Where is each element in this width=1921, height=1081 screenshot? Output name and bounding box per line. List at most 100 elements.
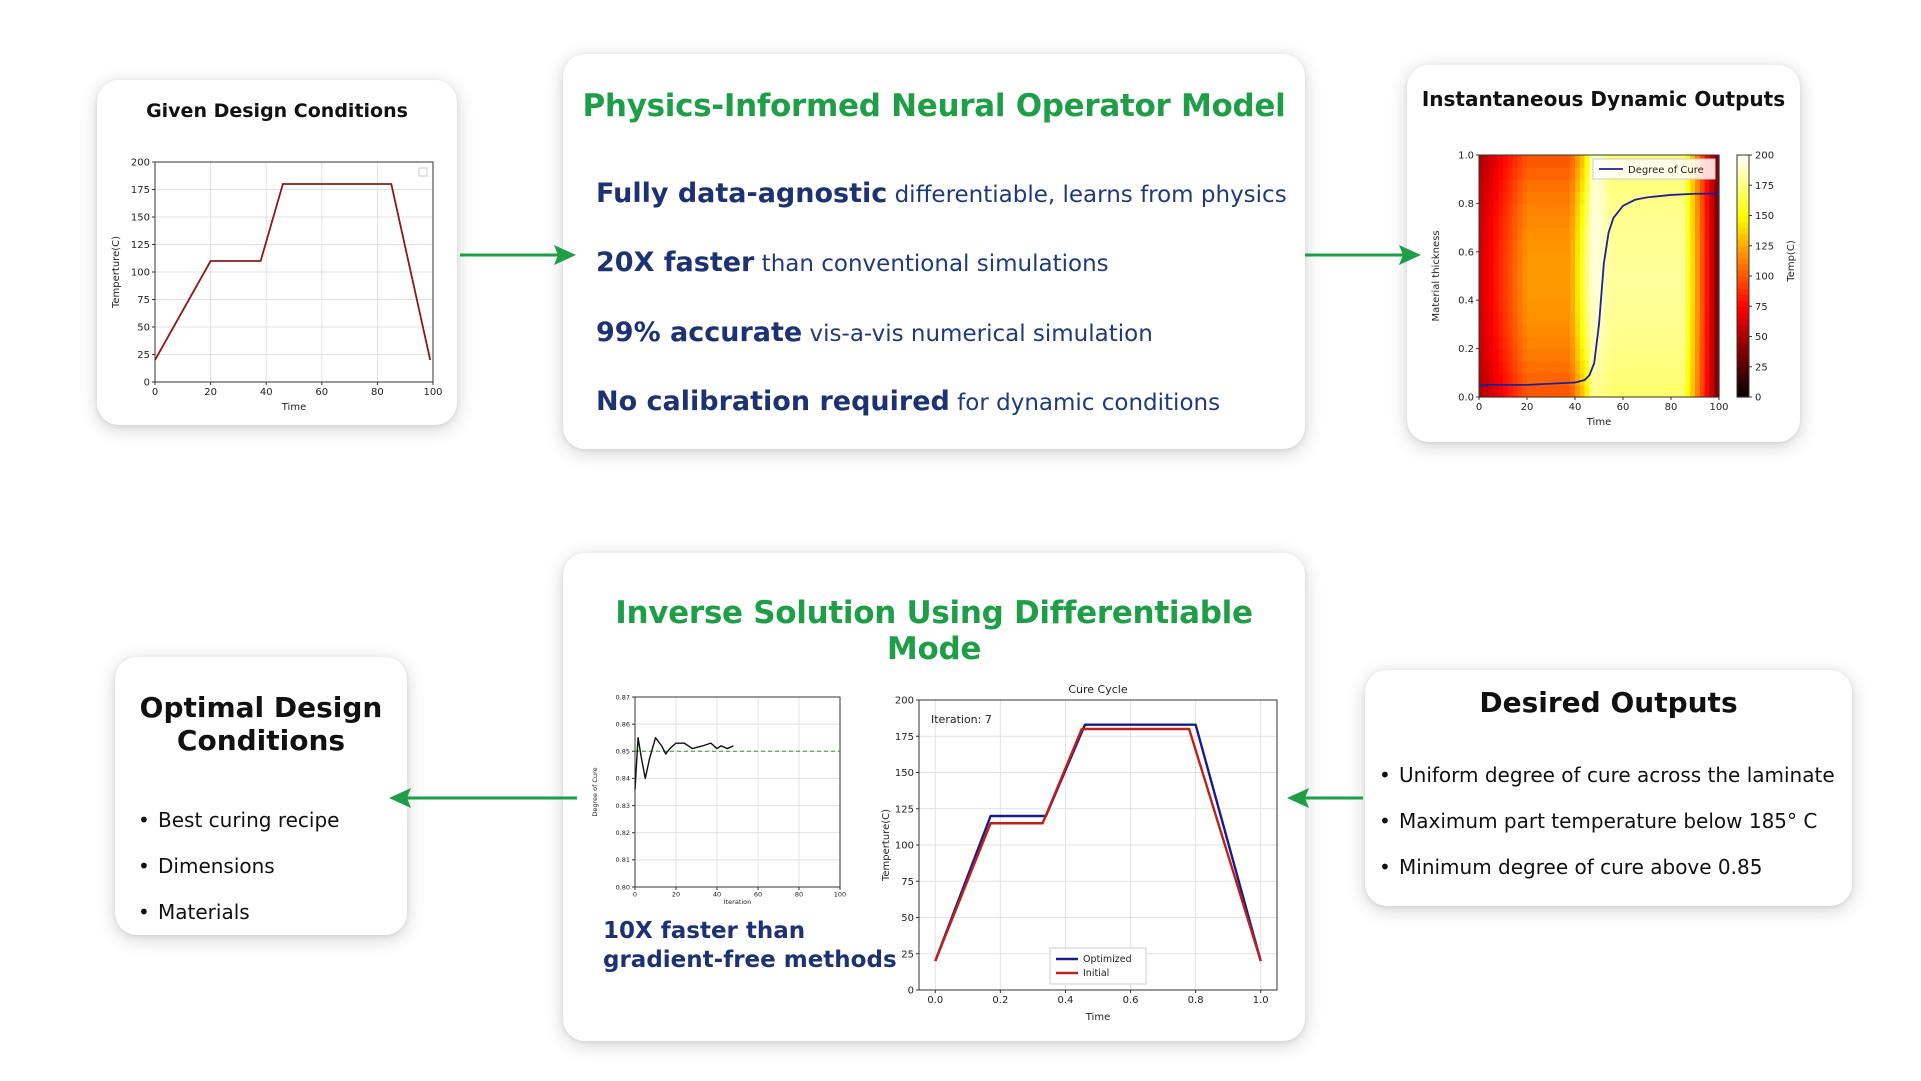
heatmap-cell bbox=[1541, 263, 1547, 277]
heatmap-cell bbox=[1546, 215, 1552, 229]
heatmap-cell bbox=[1527, 263, 1533, 277]
heatmap-cell bbox=[1565, 288, 1571, 301]
heatmap-cell bbox=[1493, 239, 1499, 253]
y-tick-label: 0 bbox=[908, 986, 914, 997]
heatmap-cell bbox=[1709, 179, 1715, 192]
heatmap-cell bbox=[1627, 372, 1634, 386]
heatmap-cell bbox=[1671, 227, 1677, 241]
heatmap-cell bbox=[1656, 191, 1662, 204]
heatmap-cell bbox=[1507, 239, 1514, 253]
colorbar-segment bbox=[1737, 372, 1749, 380]
heatmap-cell bbox=[1493, 227, 1499, 241]
heatmap-cell bbox=[1560, 384, 1566, 398]
heatmap-cell bbox=[1656, 336, 1662, 350]
pino-model-title: Physics-Informed Neural Operator Model bbox=[582, 88, 1286, 124]
heatmap-cell bbox=[1647, 276, 1653, 289]
heatmap-cell bbox=[1570, 227, 1576, 241]
heatmap-cell bbox=[1575, 179, 1581, 192]
colorbar-tick-label: 50 bbox=[1755, 332, 1768, 343]
heatmap-cell bbox=[1517, 324, 1523, 338]
heatmap-cell bbox=[1546, 384, 1552, 398]
heatmap-cell bbox=[1483, 227, 1490, 241]
heatmap-cell bbox=[1517, 215, 1523, 229]
heatmap-cell bbox=[1699, 179, 1706, 192]
heatmap-cell bbox=[1493, 203, 1499, 217]
desired-outputs-card: Desired Outputs Uniform degree of cure a… bbox=[1365, 670, 1852, 906]
heatmap-cell bbox=[1560, 203, 1566, 217]
heatmap-cell bbox=[1627, 227, 1634, 241]
heatmap-cell bbox=[1608, 276, 1614, 289]
heatmap-cell bbox=[1603, 215, 1610, 229]
heatmap-cell bbox=[1551, 312, 1557, 325]
heatmap-cell bbox=[1479, 324, 1485, 338]
heatmap-cell bbox=[1651, 324, 1658, 338]
heatmap-cell bbox=[1551, 215, 1557, 229]
heatmap-cell bbox=[1507, 348, 1514, 362]
heatmap-cell bbox=[1546, 300, 1552, 313]
heatmap-cell bbox=[1483, 251, 1490, 265]
heatmap-cell bbox=[1512, 360, 1518, 374]
heatmap-cell bbox=[1695, 276, 1701, 289]
heatmap-cell bbox=[1531, 384, 1538, 398]
heatmap-cell bbox=[1699, 360, 1706, 374]
heatmap-cell bbox=[1613, 179, 1619, 192]
heatmap-cell bbox=[1623, 324, 1629, 338]
heatmap-cell bbox=[1575, 276, 1581, 289]
heatmap-cell bbox=[1666, 312, 1672, 325]
heatmap-cell bbox=[1599, 179, 1605, 192]
heatmap-cell bbox=[1527, 336, 1533, 350]
heatmap-cell bbox=[1560, 227, 1566, 241]
heatmap-cell bbox=[1685, 372, 1691, 386]
heatmap-cell bbox=[1680, 360, 1686, 374]
plot-frame bbox=[918, 699, 1278, 991]
feature-text: for dynamic conditions bbox=[949, 390, 1221, 416]
heatmap-cell bbox=[1555, 312, 1562, 325]
heatmap-cell bbox=[1666, 239, 1672, 253]
heatmap-cell bbox=[1704, 360, 1710, 374]
heatmap-cell bbox=[1498, 324, 1504, 338]
heatmap-cell bbox=[1608, 191, 1614, 204]
heatmap-cell bbox=[1661, 227, 1667, 241]
heatmap-cell bbox=[1690, 300, 1696, 313]
heatmap-cell bbox=[1637, 336, 1643, 350]
heatmap-cell bbox=[1651, 191, 1658, 204]
heatmap-cell bbox=[1527, 239, 1533, 253]
heatmap-cell bbox=[1690, 360, 1696, 374]
colorbar-segment bbox=[1737, 251, 1749, 259]
list-item: Uniform degree of cure across the lamina… bbox=[1379, 752, 1835, 798]
feature-bold: No calibration required bbox=[596, 386, 950, 417]
heatmap-cell bbox=[1503, 215, 1509, 229]
heatmap-cell bbox=[1637, 324, 1643, 338]
heatmap-cell bbox=[1656, 276, 1662, 289]
heatmap-cell bbox=[1589, 179, 1595, 192]
desired-outputs-title: Desired Outputs bbox=[1479, 686, 1738, 719]
given-design-conditions-title: Given Design Conditions bbox=[146, 100, 408, 122]
heatmap-cell bbox=[1680, 215, 1686, 229]
heatmap-cell bbox=[1618, 179, 1624, 192]
heatmap-cell bbox=[1522, 348, 1528, 362]
heatmap-cell bbox=[1575, 251, 1581, 265]
heatmap-cell bbox=[1570, 312, 1576, 325]
heatmap-cell bbox=[1651, 360, 1658, 374]
heatmap-cell bbox=[1522, 239, 1528, 253]
heatmap-cell bbox=[1632, 348, 1638, 362]
heatmap-cell bbox=[1493, 384, 1499, 398]
heatmap-cell bbox=[1690, 251, 1696, 265]
heatmap-cell bbox=[1618, 360, 1624, 374]
y-tick-label: 25 bbox=[901, 949, 914, 960]
heatmap-cell bbox=[1599, 360, 1605, 374]
heatmap-cell bbox=[1546, 324, 1552, 338]
heatmap-cell bbox=[1699, 215, 1706, 229]
heatmap-cell bbox=[1608, 384, 1614, 398]
heatmap-cell bbox=[1651, 336, 1658, 350]
heatmap-cell bbox=[1570, 215, 1576, 229]
heatmap-cell bbox=[1584, 203, 1590, 217]
heatmap-cell bbox=[1651, 215, 1658, 229]
feature-text: vis-a-vis numerical simulation bbox=[802, 321, 1153, 347]
heatmap-cell bbox=[1565, 227, 1571, 241]
heatmap-cell bbox=[1503, 360, 1509, 374]
arrow-right-icon bbox=[460, 245, 576, 265]
heatmap-cell bbox=[1637, 263, 1643, 277]
x-axis-label: Time bbox=[281, 402, 306, 413]
heatmap-cell bbox=[1527, 276, 1533, 289]
